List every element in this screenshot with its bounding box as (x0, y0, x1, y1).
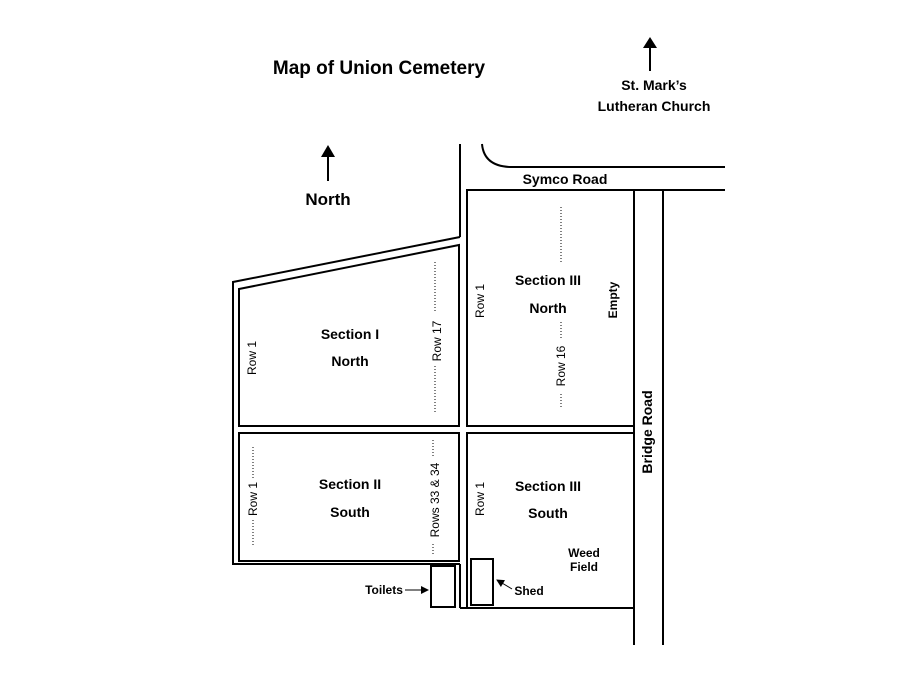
section-1-sub: North (331, 353, 368, 369)
section-2-south: Section II South Row 1 Rows 33 & 34 (238, 432, 460, 562)
section-1-north: Section I North Row 1 Row 17 (238, 243, 460, 427)
section-2-row-end: Rows 33 & 34 (428, 462, 442, 537)
map-title: Map of Union Cemetery (273, 58, 486, 79)
section-3s-sub: South (528, 505, 568, 521)
section-3n-row-end: Row 16 (554, 345, 568, 386)
section-3-south: Section III South Row 1 Weed Field (466, 432, 635, 609)
north-arrow-icon (321, 145, 335, 181)
section-1-name: Section I (321, 326, 379, 342)
church-label-line2: Lutheran Church (598, 98, 711, 114)
section-2-row-start: Row 1 (246, 482, 260, 516)
toilets-label: Toilets (365, 583, 403, 597)
church-arrow-icon (643, 37, 657, 71)
shed-arrow-icon (496, 579, 513, 590)
symco-road-curve (481, 143, 725, 168)
symco-road-label: Symco Road (523, 171, 608, 187)
north-label: North (305, 190, 350, 209)
section-2-sub: South (330, 504, 370, 520)
section-3-north: Section III North Row 1 Row 16 Empty (466, 189, 635, 427)
section-3n-row-start: Row 1 (473, 284, 487, 318)
shed-building (470, 558, 494, 606)
section-3s-row-start: Row 1 (473, 482, 487, 516)
section-1-row-end: Row 17 (430, 320, 444, 361)
bridge-road-label: Bridge Road (639, 390, 655, 473)
section-1-row-start: Row 1 (245, 341, 259, 375)
toilets-building (430, 565, 456, 608)
section-3s-name: Section III (515, 478, 581, 494)
section-2-name: Section II (319, 476, 381, 492)
section-3n-note: Empty (606, 281, 620, 318)
weed-field-line2: Field (570, 560, 598, 574)
church-label-line1: St. Mark’s (621, 77, 687, 93)
section-3n-sub: North (529, 300, 566, 316)
section-3n-name: Section III (515, 272, 581, 288)
weed-field-line1: Weed (568, 546, 600, 560)
shed-label: Shed (514, 584, 543, 598)
